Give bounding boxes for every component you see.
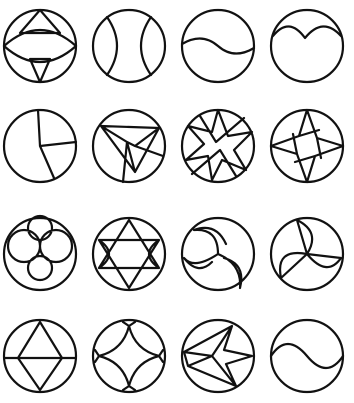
tile-outline-circle [182,110,254,182]
tile-s-curve-divide [182,10,254,82]
tile-pattern [182,38,254,53]
tile-pattern [184,326,252,386]
tile-triangle-swirl-pinwheel [271,218,343,290]
tile-outline-circle [93,218,165,290]
tile-pattern [99,220,159,288]
tile-three-radii [4,110,76,182]
tile-curved-diamond-with-tabs [93,320,165,392]
tile-four-point-star-swirl [271,110,343,182]
tile-outline-circle [4,10,76,82]
tile-pattern [271,344,343,368]
tile-two-opposed-arcs [93,10,165,82]
tile-pattern [186,110,252,180]
tile-triangle-over-diamond [4,320,76,392]
tile-heart-arc [271,10,343,82]
tile-pentagram-star [182,320,254,392]
tile-outline-circle [182,320,254,392]
tile-pattern [273,26,341,38]
tile-nine-point-star [182,110,254,182]
tile-outline-circle [93,10,165,82]
tile-pattern [95,322,163,390]
tile-triple-swirl [182,218,254,290]
tile-outline-circle [4,320,76,392]
tile-four-circles-flower [4,216,76,290]
tile-outline-circle [271,110,343,182]
tile-outline-circle [271,10,343,82]
tile-pattern [107,17,151,75]
tile-pattern [4,322,76,390]
tile-pattern [38,110,76,178]
tile-outline-circle [93,320,165,392]
tile-hexagram-variant [93,218,165,290]
tile-yin-yang-s-curve [271,320,343,392]
tile-triangle-with-spokes [93,110,165,182]
tile-lens-with-triangles [4,10,76,82]
